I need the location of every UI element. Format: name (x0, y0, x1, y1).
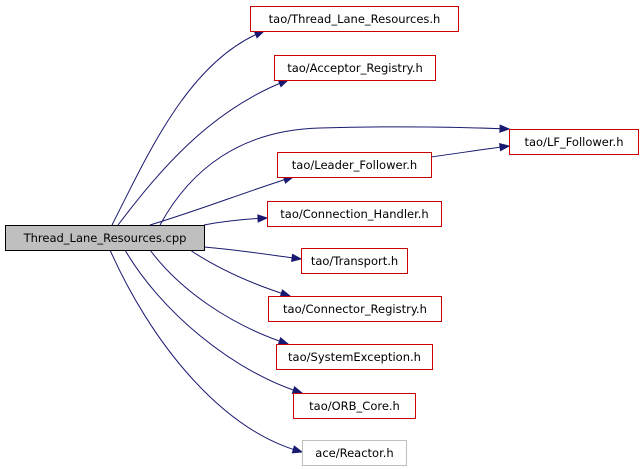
node-label: ace/Reactor.h (315, 446, 393, 460)
node-box (274, 55, 436, 81)
node-box (276, 344, 433, 370)
edge-line (430, 145, 510, 158)
node-leader-follower[interactable]: tao/Leader_Follower.h (277, 152, 432, 178)
node-box (302, 440, 407, 466)
node-label: tao/Connector_Registry.h (283, 302, 427, 316)
node-label: tao/Connection_Handler.h (280, 207, 428, 221)
node-box (301, 248, 408, 274)
arrow-head (499, 124, 511, 133)
node-label: Thread_Lane_Resources.cpp (23, 231, 187, 245)
edge-source-to-leader_follower (149, 175, 295, 226)
node-system-exception[interactable]: tao/SystemException.h (276, 344, 433, 370)
node-label: tao/LF_Follower.h (524, 135, 623, 149)
arrow-head (277, 336, 290, 345)
edge-source-to-tlr_h (111, 30, 266, 226)
edge-source-to-connection_handler (203, 214, 269, 226)
edge-line (149, 176, 294, 226)
edge-source-to-transport (203, 246, 303, 262)
node-connector[interactable]: tao/Connector_Registry.h (268, 296, 442, 322)
node-label: tao/SystemException.h (288, 350, 421, 364)
arrow-head (253, 30, 266, 39)
node-acceptor[interactable]: tao/Acceptor_Registry.h (274, 55, 436, 81)
node-tlr-h[interactable]: tao/Thread_Lane_Resources.h (250, 6, 459, 32)
edge-source-to-system_exception (149, 249, 290, 345)
edge-line (109, 249, 303, 453)
node-label: tao/Thread_Lane_Resources.h (269, 12, 441, 26)
edge-line (159, 126, 510, 226)
arrow-head (499, 143, 511, 152)
node-connection-handler[interactable]: tao/Connection_Handler.h (267, 201, 442, 227)
edge-line (149, 249, 289, 345)
node-label: tao/Leader_Follower.h (292, 158, 417, 172)
node-box (250, 6, 459, 32)
node-transport[interactable]: tao/Transport.h (301, 248, 408, 274)
node-reactor[interactable]: ace/Reactor.h (302, 440, 407, 466)
edge-line (189, 249, 291, 297)
node-box (267, 201, 442, 227)
node-source-file[interactable]: Thread_Lane_Resources.cpp (5, 225, 205, 251)
edge-line (203, 246, 302, 260)
edge-source-to-reactor (109, 249, 304, 454)
edge-line (124, 249, 303, 394)
node-label: tao/Transport.h (311, 254, 398, 268)
node-lf-follower[interactable]: tao/LF_Follower.h (509, 129, 639, 155)
edge-source-to-acceptor (117, 79, 290, 226)
edge-leader_follower-to-lf_follower (430, 143, 511, 158)
node-box (293, 393, 416, 419)
node-box (509, 129, 639, 155)
edge-line (111, 30, 265, 226)
node-box (268, 296, 442, 322)
node-label: tao/Acceptor_Registry.h (287, 61, 423, 75)
arrow-head (291, 445, 304, 454)
arrow-head (257, 214, 269, 223)
edge-line (117, 79, 289, 226)
edge-source-to-lf_follower (159, 124, 511, 226)
arrow-head (291, 253, 303, 262)
edges-layer (109, 30, 511, 454)
node-label: tao/ORB_Core.h (309, 399, 400, 413)
node-box (277, 152, 432, 178)
arrow-head (291, 385, 304, 395)
edge-source-to-connector (189, 249, 292, 298)
node-box (5, 225, 205, 251)
arrow-head (279, 289, 292, 298)
node-orb-core[interactable]: tao/ORB_Core.h (293, 393, 416, 419)
nodes-layer: Thread_Lane_Resources.cpp tao/Thread_Lane… (5, 6, 639, 466)
